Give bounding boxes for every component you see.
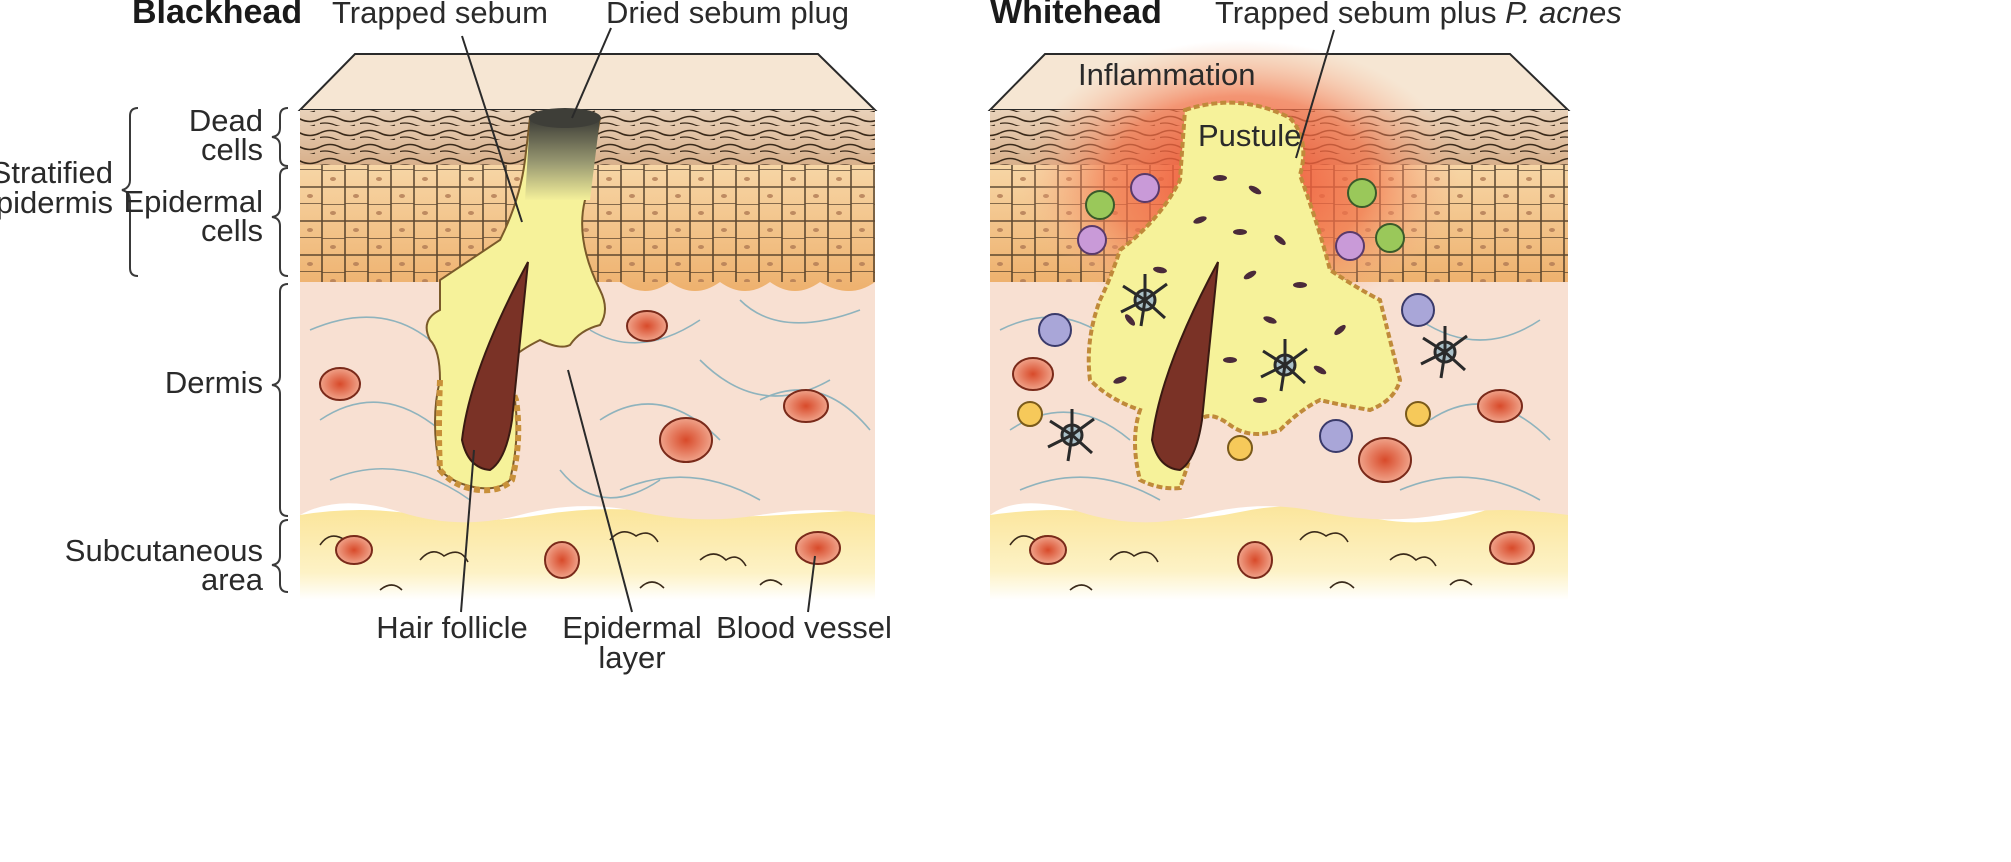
dermis-label: Dermis: [165, 365, 263, 400]
blood-vessel-label: Blood vessel: [716, 610, 892, 645]
dried-sebum-plug-label: Dried sebum plug: [606, 0, 849, 30]
epidermal-cells-label-2: cells: [201, 213, 263, 248]
hair-follicle-label: Hair follicle: [376, 610, 528, 645]
trapped-sebum-pacnes-label: Trapped sebum plus P. acnes: [1215, 0, 1622, 30]
subcutaneous-layer: [990, 503, 1568, 600]
p-acnes-bacteria: [1113, 175, 1346, 403]
trapped-sebum-label: Trapped sebum: [332, 0, 548, 30]
stratified-epidermis-label-2: epidermis: [0, 185, 113, 220]
pustule-label: Pustule: [1198, 118, 1301, 153]
whitehead-illustration: [987, 40, 1571, 600]
whitehead-title: Whitehead: [990, 0, 1162, 31]
subcutaneous-label-1: Subcutaneous: [65, 533, 263, 568]
epidermal-layer-label-2: layer: [598, 640, 665, 675]
inflammation-label: Inflammation: [1078, 57, 1255, 92]
blackhead-illustration: [297, 53, 878, 600]
blood-vessels: [1012, 357, 1535, 579]
subcutaneous-layer: [300, 509, 875, 600]
leader-lines: [460, 27, 1335, 613]
subcutaneous-label-2: area: [201, 562, 264, 597]
immune-cells: [1017, 173, 1468, 462]
hair-shaft: [460, 261, 529, 472]
hair-shaft: [1150, 261, 1219, 472]
epidermal-layer-line: [436, 361, 522, 494]
epidermal-layer-label-1: Epidermal: [562, 610, 702, 645]
epidermal-cells-label-1: Epidermal: [123, 184, 263, 219]
blackhead-title: Blackhead: [132, 0, 302, 31]
dried-sebum-plug: [525, 118, 600, 200]
trapped-prefix: Trapped sebum plus: [1215, 0, 1505, 30]
layer-braces: [121, 107, 289, 593]
plug-top: [529, 108, 601, 128]
stratified-epidermis-label-1: Stratified: [0, 155, 113, 190]
dead-cells-label-1: Dead: [189, 103, 263, 138]
blood-vessels: [319, 310, 841, 579]
dead-cells-label-2: cells: [201, 132, 263, 167]
p-acnes-species: P. acnes: [1505, 0, 1622, 30]
